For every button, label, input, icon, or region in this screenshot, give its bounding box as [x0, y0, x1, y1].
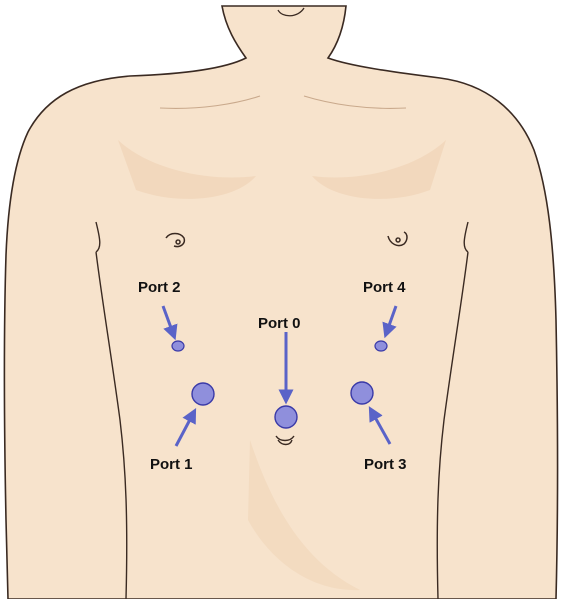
port-0-marker	[275, 406, 297, 428]
port-3-label: Port 3	[364, 456, 407, 473]
port-2-label: Port 2	[138, 279, 181, 296]
port-1-label: Port 1	[150, 456, 193, 473]
port-4-marker	[375, 341, 387, 351]
torso-illustration	[5, 6, 558, 599]
torso-body	[5, 6, 558, 599]
port-4-label: Port 4	[363, 279, 406, 296]
port-3-marker	[351, 382, 373, 404]
port-0-label: Port 0	[258, 315, 301, 332]
port-2-marker	[172, 341, 184, 351]
port-1-marker	[192, 383, 214, 405]
